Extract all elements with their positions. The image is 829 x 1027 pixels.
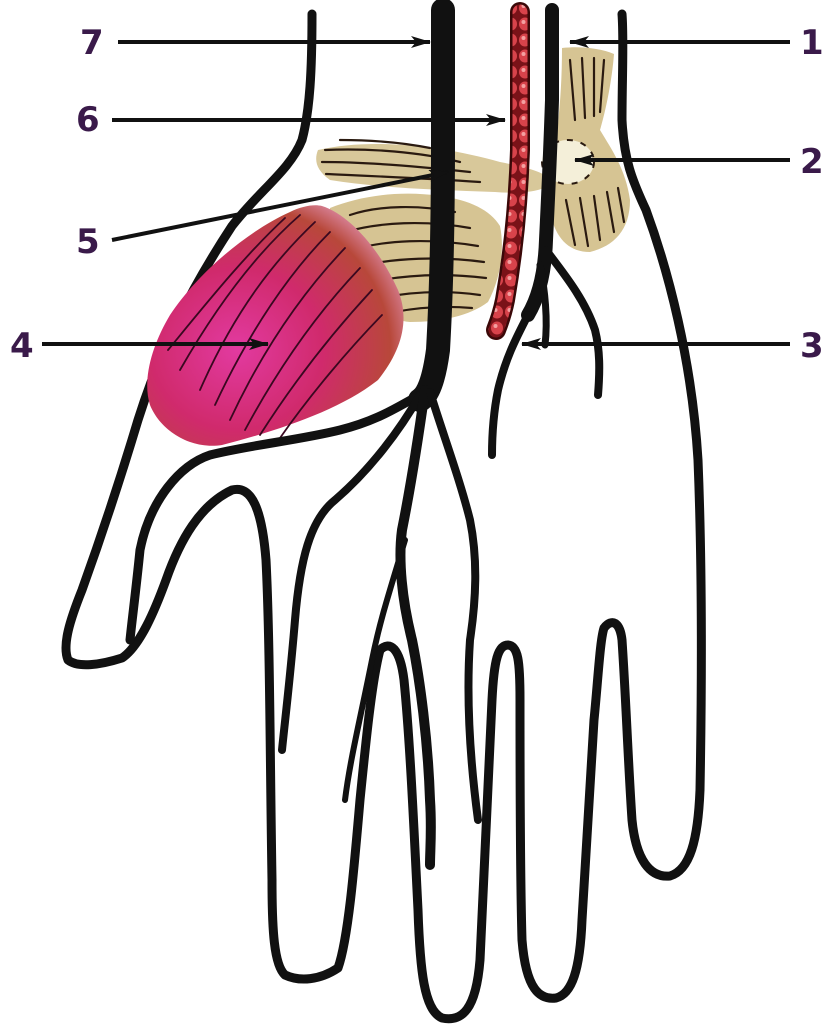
- label-6: 6: [76, 100, 100, 140]
- label-5: 5: [76, 222, 100, 262]
- thenar-muscle: [147, 205, 403, 446]
- label-3: 3: [800, 326, 824, 366]
- label-4: 4: [10, 326, 34, 366]
- label-2: 2: [800, 142, 824, 182]
- label-1: 1: [800, 23, 824, 63]
- label-7: 7: [80, 23, 104, 63]
